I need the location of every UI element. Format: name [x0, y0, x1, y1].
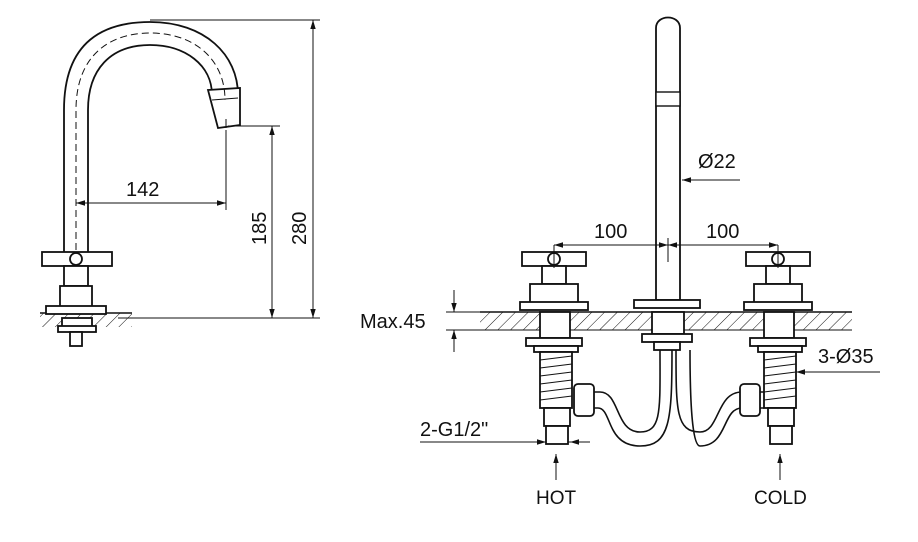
connecting-pipe — [576, 349, 764, 447]
dim-max-deck: Max.45 — [360, 311, 426, 333]
front-view: Ø22 100 100 Max.45 3-Ø35 2-G1/2" HOT COL… — [360, 16, 880, 509]
front-spout — [655, 16, 681, 301]
dim-hole-diameter: 3-Ø35 — [818, 346, 874, 368]
side-spout-nozzle — [206, 87, 241, 129]
dim-connection: 2-G1/2" — [420, 419, 488, 441]
dim-spacing-right: 100 — [706, 221, 739, 243]
side-view: 142 185 280 — [40, 19, 320, 347]
label-hot: HOT — [536, 488, 577, 509]
side-handle-knob — [69, 252, 83, 266]
dim-spout-height: 185 — [249, 212, 271, 245]
hot-valve — [519, 251, 589, 445]
dim-spout-diameter: Ø22 — [698, 151, 736, 173]
dim-reach: 142 — [126, 179, 159, 201]
cold-valve — [743, 251, 813, 445]
dim-total-height: 280 — [289, 212, 311, 245]
label-cold: COLD — [754, 488, 807, 509]
dim-spacing-left: 100 — [594, 221, 627, 243]
side-spout — [63, 21, 239, 252]
